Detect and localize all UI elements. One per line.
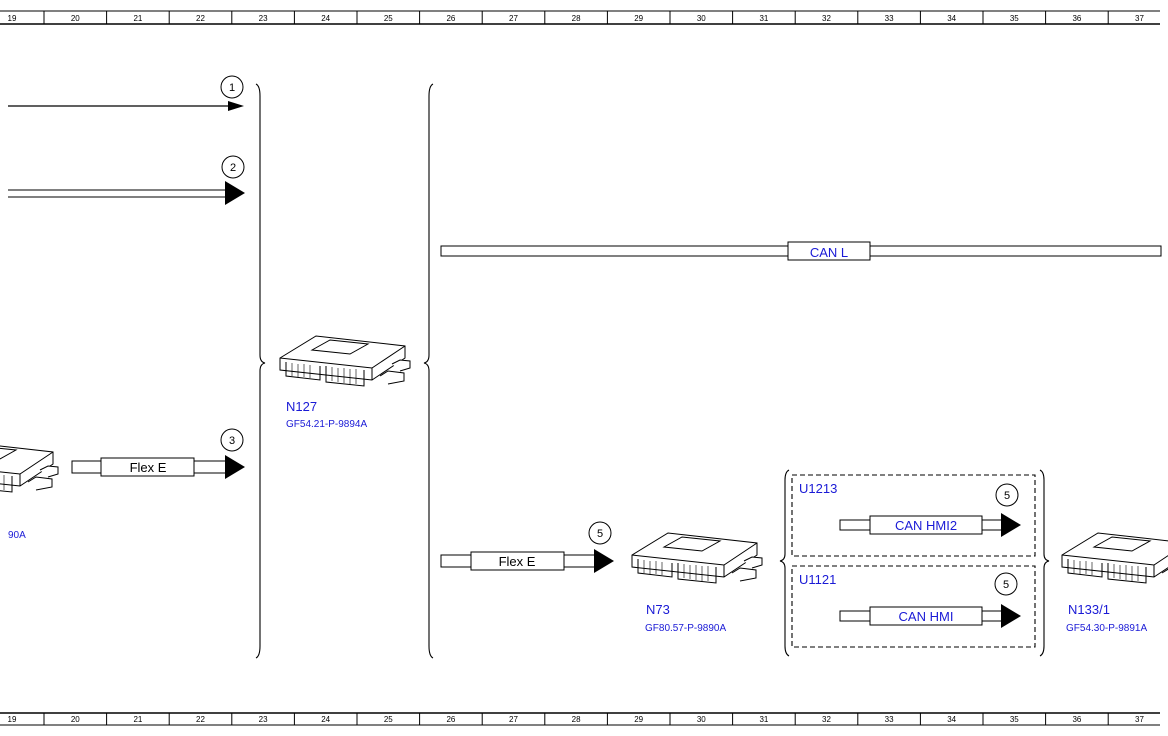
ruler-top-number: 21 <box>133 14 142 23</box>
module-n73-code: GF80.57-P-9890A <box>645 623 726 634</box>
callout-2: 2 <box>221 155 245 179</box>
module-n73-ref: N73 <box>646 602 670 617</box>
callout-1: 1 <box>220 75 244 99</box>
ruler-bottom-number: 34 <box>947 715 956 724</box>
ruler-top-number: 30 <box>697 14 706 23</box>
ruler-top-number: 35 <box>1010 14 1019 23</box>
module-left-code: 90A <box>8 530 26 541</box>
group-u1213-label: U1213 <box>799 481 837 496</box>
module-n133-1-code: GF54.30-P-9891A <box>1066 623 1147 634</box>
module-n127-ref: N127 <box>286 399 317 414</box>
brace-left <box>255 83 266 659</box>
brace-u-group-left <box>779 469 790 657</box>
ruler-bottom-number: 33 <box>885 715 894 724</box>
ruler-bottom-number: 27 <box>509 715 518 724</box>
brace-u-group-right <box>1039 469 1050 657</box>
ruler-top-number: 20 <box>71 14 80 23</box>
ruler-top-number: 24 <box>321 14 330 23</box>
group-u1121-label: U1121 <box>799 572 836 587</box>
callout-1-label: 1 <box>229 82 235 94</box>
callout-5a: 5 <box>588 521 612 545</box>
ruler-bottom-number: 29 <box>634 715 643 724</box>
bus-can-hmi2-label: CAN HMI2 <box>895 518 957 533</box>
module-n127: N127 GF54.21-P-9894A <box>279 335 411 430</box>
ruler-bottom-number: 25 <box>384 715 393 724</box>
module-n133-1-ref: N133/1 <box>1068 602 1110 617</box>
ruler-bottom-number: 36 <box>1072 715 1081 724</box>
ruler-top-number: 22 <box>196 14 205 23</box>
ruler-bottom-number: 22 <box>196 715 205 724</box>
module-n133-1: N133/1 GF54.30-P-9891A <box>1061 532 1168 634</box>
ruler-bottom: 19 20 21 22 23 24 25 26 27 28 29 30 31 32 33 34 35 36 37 <box>0 712 1160 726</box>
ruler-bottom-number: 26 <box>446 715 455 724</box>
ruler-bottom-number: 35 <box>1010 715 1019 724</box>
signal-line-2 <box>8 181 245 205</box>
group-u1121: U1121 CAN HMI 5 <box>791 565 1036 648</box>
bus-can-l-label: CAN L <box>810 245 848 260</box>
bus-flex-e-mid: Flex E <box>440 549 614 573</box>
ruler-bottom-number: 21 <box>133 715 142 724</box>
ruler-top-number: 32 <box>822 14 831 23</box>
bus-flex-e-mid-label: Flex E <box>499 554 536 569</box>
ruler-top-number: 26 <box>446 14 455 23</box>
ruler-top-number: 37 <box>1135 14 1144 23</box>
callout-5b-label: 5 <box>1004 490 1010 502</box>
bus-can-l: CAN L <box>440 241 1162 261</box>
ruler-top-number: 31 <box>759 14 768 23</box>
ruler-bottom-number: 30 <box>697 715 706 724</box>
ruler-bottom-number: 37 <box>1135 715 1144 724</box>
bus-flex-e-left: Flex E <box>71 455 245 479</box>
signal-line-1 <box>8 101 244 111</box>
callout-5a-label: 5 <box>597 528 603 540</box>
brace-right <box>423 83 434 659</box>
callout-3: 3 <box>220 428 244 452</box>
ruler-top-number: 23 <box>259 14 268 23</box>
callout-2-label: 2 <box>230 162 236 174</box>
module-left-partial: 90A <box>0 441 59 541</box>
ruler-bottom-number: 23 <box>259 715 268 724</box>
ruler-top-number: 19 <box>8 14 17 23</box>
bus-can-hmi-label: CAN HMI <box>899 609 954 624</box>
ruler-bottom-number: 24 <box>321 715 330 724</box>
ruler-top-number: 34 <box>947 14 956 23</box>
module-n73: N73 GF80.57-P-9890A <box>631 532 763 634</box>
ruler-top-number: 36 <box>1072 14 1081 23</box>
ruler-bottom-number: 19 <box>8 715 17 724</box>
callout-3-label: 3 <box>229 435 235 447</box>
ruler-top-number: 25 <box>384 14 393 23</box>
ruler-bottom-number: 31 <box>759 715 768 724</box>
group-u1213: U1213 CAN HMI2 5 <box>791 474 1036 557</box>
ruler-top-number: 33 <box>885 14 894 23</box>
ruler-top-number: 29 <box>634 14 643 23</box>
ruler-top-number: 27 <box>509 14 518 23</box>
module-n127-code: GF54.21-P-9894A <box>286 419 367 430</box>
bus-flex-e-left-label: Flex E <box>130 460 167 475</box>
ruler-bottom-number: 32 <box>822 715 831 724</box>
ruler-bottom-number: 20 <box>71 715 80 724</box>
callout-5c-label: 5 <box>1003 579 1009 591</box>
ruler-bottom-number: 28 <box>572 715 581 724</box>
ruler-top-number: 28 <box>572 14 581 23</box>
ruler-top: 19 20 21 22 23 24 25 26 27 28 29 30 31 32 33 34 35 36 37 <box>0 10 1160 25</box>
